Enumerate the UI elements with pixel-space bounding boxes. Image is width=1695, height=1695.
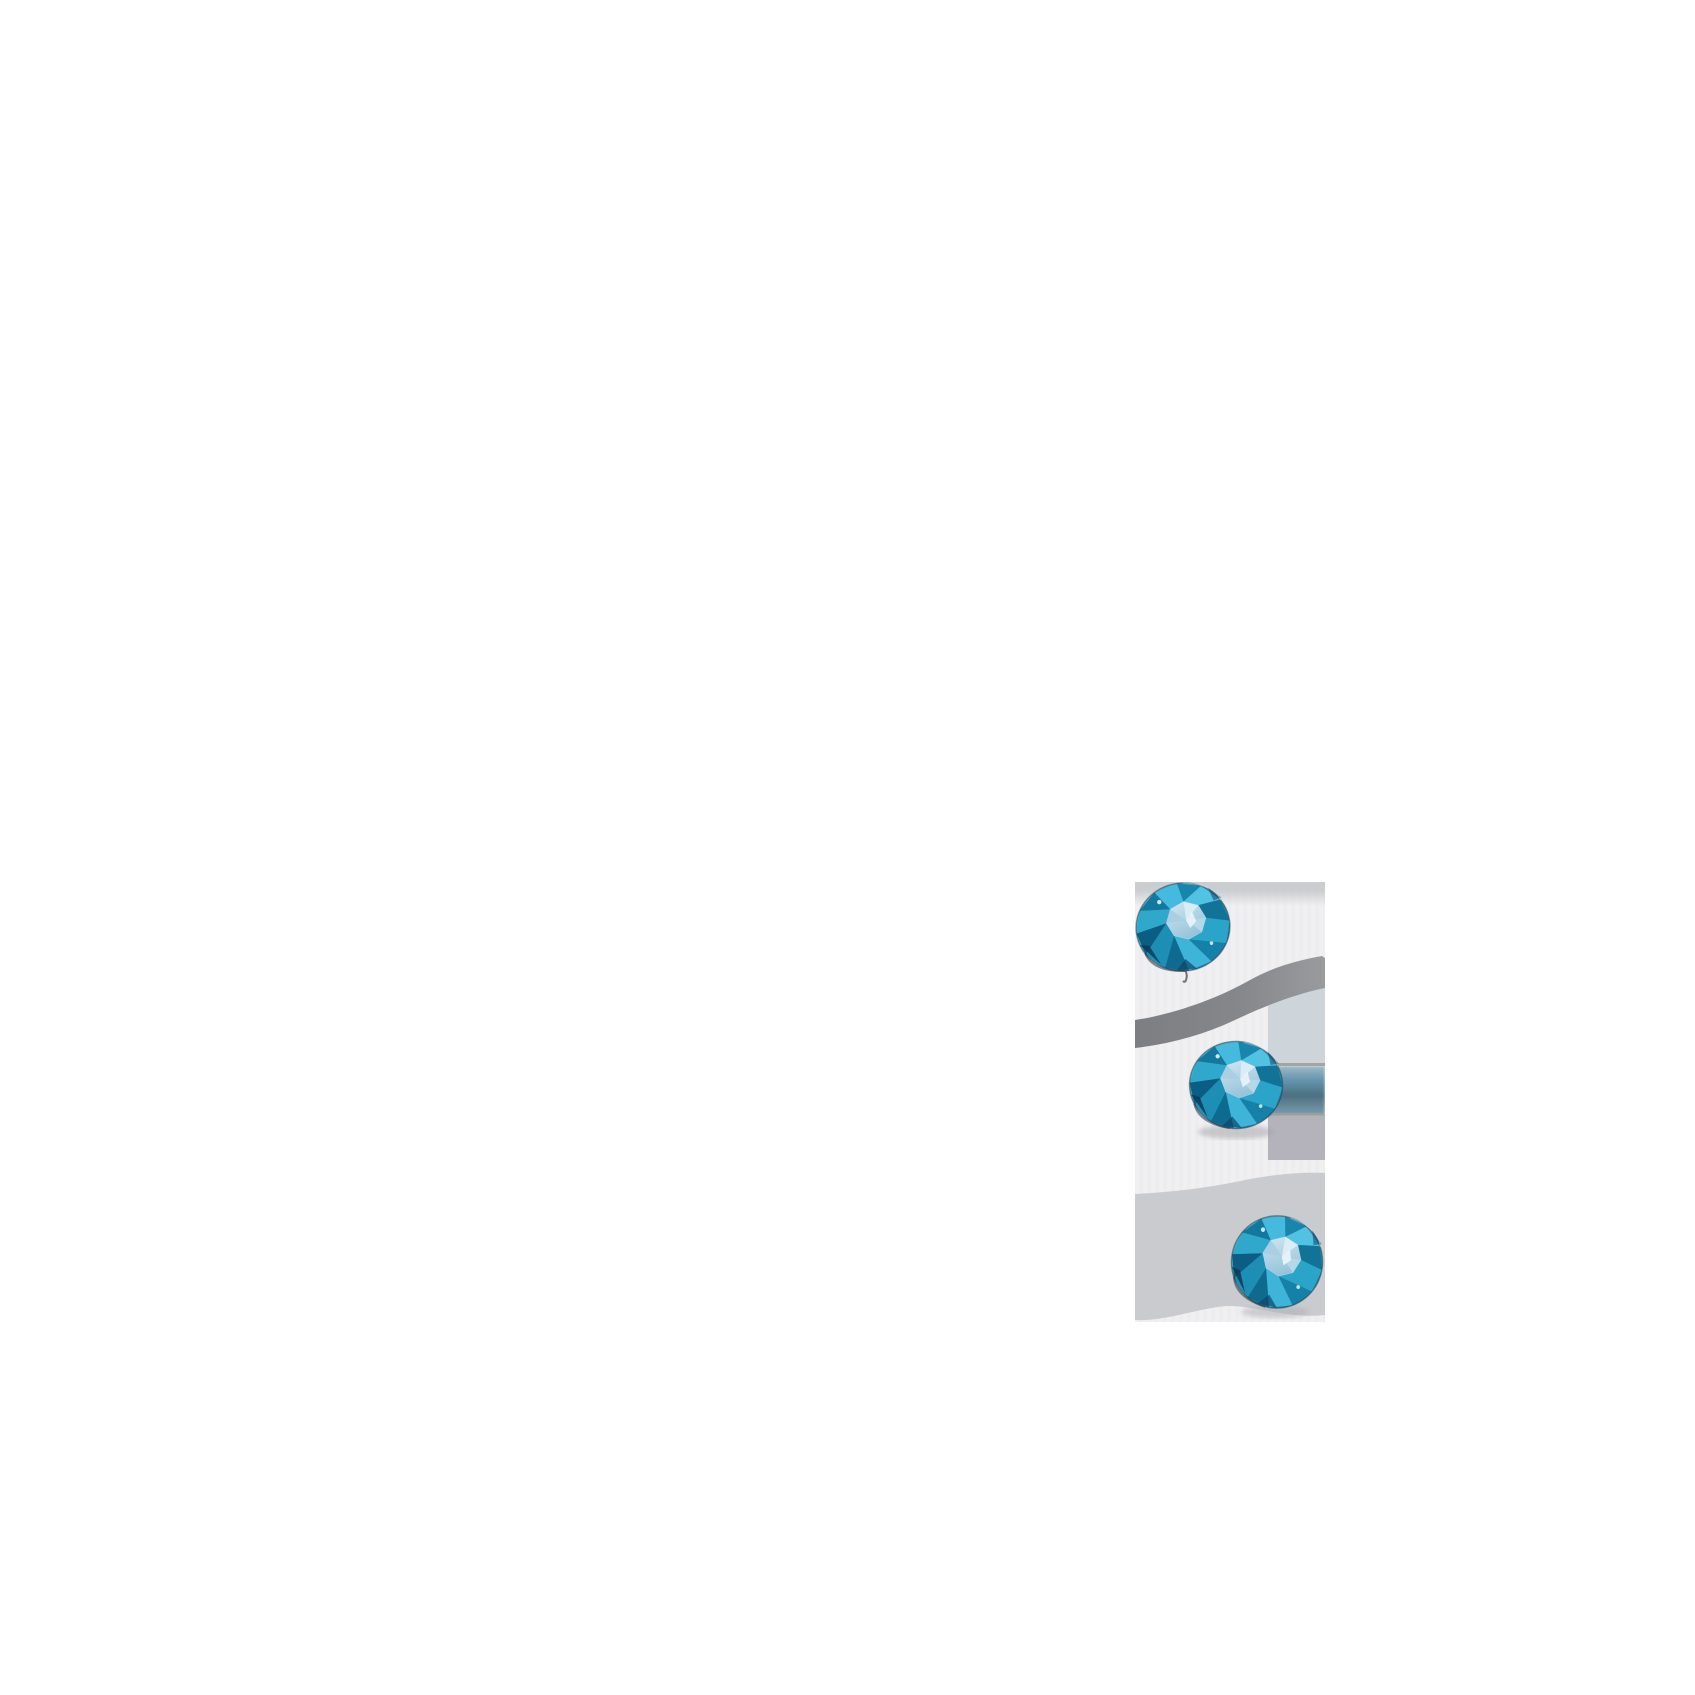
gemstone-top-culet-tail	[1182, 969, 1188, 983]
gem-bottom-shadow	[1241, 1306, 1309, 1318]
gem-middle-shadow	[1198, 1125, 1274, 1139]
panel-top-strip	[1135, 882, 1325, 890]
shadow-swoosh-upper	[1135, 956, 1325, 1048]
gemstones-figure	[1135, 882, 1325, 1322]
gemstones-illustration	[1135, 882, 1325, 1322]
